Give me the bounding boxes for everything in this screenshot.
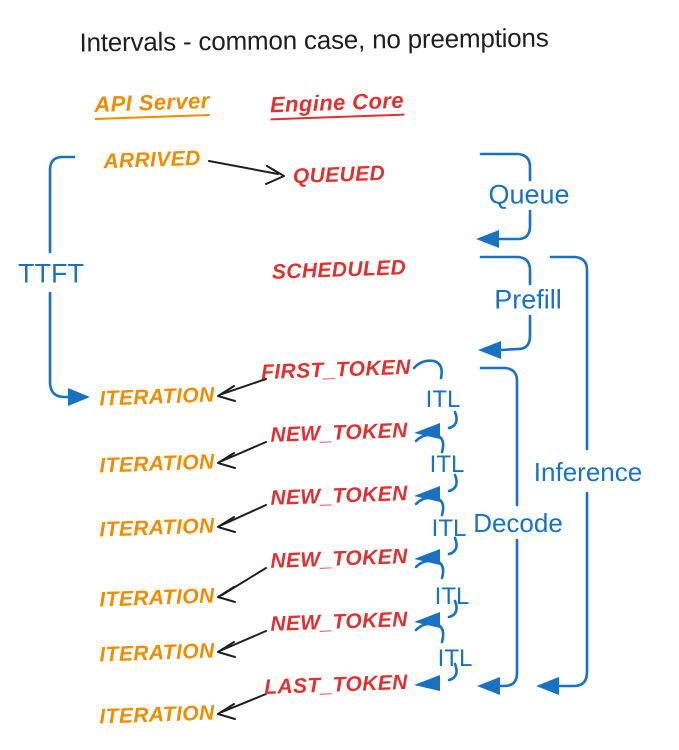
column-header-api-server: API Server bbox=[94, 88, 211, 121]
interval-decode-label: Decode bbox=[473, 508, 563, 538]
itl-arrowhead-4 bbox=[414, 612, 440, 628]
itl-arrow-tail-4 bbox=[447, 599, 458, 619]
interval-itl-label-1: ITL bbox=[425, 386, 461, 413]
itl-arrows bbox=[414, 410, 458, 691]
event-new-token-2: NEW_TOKEN bbox=[269, 482, 409, 510]
event-iteration-5: ITERATION bbox=[99, 639, 215, 667]
event-new-token-1: NEW_TOKEN bbox=[269, 419, 409, 447]
event-iteration-1: ITERATION bbox=[99, 383, 215, 411]
arrow-arrived-to-queued bbox=[208, 160, 285, 185]
event-last-token: LAST_TOKEN bbox=[263, 671, 409, 699]
itl-arrow-tail-2 bbox=[447, 473, 458, 493]
column-header-engine-core: Engine Core bbox=[270, 88, 405, 121]
interval-itl-label-4: ITL bbox=[434, 583, 470, 610]
prefill-bracket bbox=[478, 255, 532, 359]
itl-arrowhead-2 bbox=[414, 486, 440, 502]
itl-arrow-tail-1 bbox=[447, 410, 458, 430]
itl-hook-1 bbox=[412, 359, 443, 380]
event-new-token-4: NEW_TOKEN bbox=[269, 608, 409, 636]
itl-arrow-tail-5 bbox=[447, 662, 458, 682]
event-new-token-3: NEW_TOKEN bbox=[269, 545, 409, 573]
inference-arrowhead-left bbox=[536, 677, 559, 695]
event-queued: QUEUED bbox=[292, 161, 386, 189]
queue-bracket bbox=[476, 152, 532, 248]
prefill-arrowhead-left bbox=[478, 341, 501, 359]
arrow-last-token-to-iteration bbox=[217, 693, 267, 720]
interval-ttft-label: TTFT bbox=[18, 258, 84, 289]
arrow-new-token-2-to-iteration bbox=[217, 504, 267, 533]
interval-prefill-label: Prefill bbox=[494, 284, 562, 315]
interval-itl-label-2: ITL bbox=[429, 451, 465, 478]
event-iteration-2: ITERATION bbox=[99, 450, 215, 478]
event-scheduled: SCHEDULED bbox=[271, 256, 407, 284]
event-iteration-6: ITERATION bbox=[99, 701, 215, 729]
decode-bracket bbox=[477, 366, 519, 695]
itl-arrowhead-1 bbox=[414, 423, 440, 439]
interval-inference-label: Inference bbox=[533, 457, 643, 487]
diagram-title: Intervals - common case, no preemptions bbox=[79, 22, 549, 58]
arrow-first-token-to-iteration bbox=[217, 378, 267, 402]
inference-bracket bbox=[536, 255, 589, 695]
event-iteration-4: ITERATION bbox=[99, 584, 215, 612]
interval-queue-label: Queue bbox=[488, 179, 570, 210]
ttft-bracket bbox=[48, 155, 90, 406]
arrow-new-token-1-to-iteration bbox=[217, 441, 267, 469]
connector-arrows bbox=[208, 160, 285, 720]
decode-arrowhead-left bbox=[477, 677, 500, 695]
event-arrived: ARRIVED bbox=[102, 146, 202, 174]
ttft-arrowhead-right bbox=[68, 388, 90, 406]
interval-itl-label-3: ITL bbox=[431, 515, 467, 542]
event-first-token: FIRST_TOKEN bbox=[260, 355, 412, 385]
arrow-new-token-4-to-iteration bbox=[217, 630, 267, 658]
queue-arrowhead-left bbox=[476, 230, 499, 248]
interval-itl-label-5: ITL bbox=[437, 645, 473, 672]
arrow-new-token-3-to-iteration bbox=[217, 567, 267, 603]
event-iteration-3: ITERATION bbox=[99, 514, 215, 542]
itl-arrowhead-5 bbox=[414, 675, 440, 691]
itl-arrowhead-3 bbox=[414, 549, 440, 565]
itl-arrow-tail-3 bbox=[447, 536, 458, 556]
